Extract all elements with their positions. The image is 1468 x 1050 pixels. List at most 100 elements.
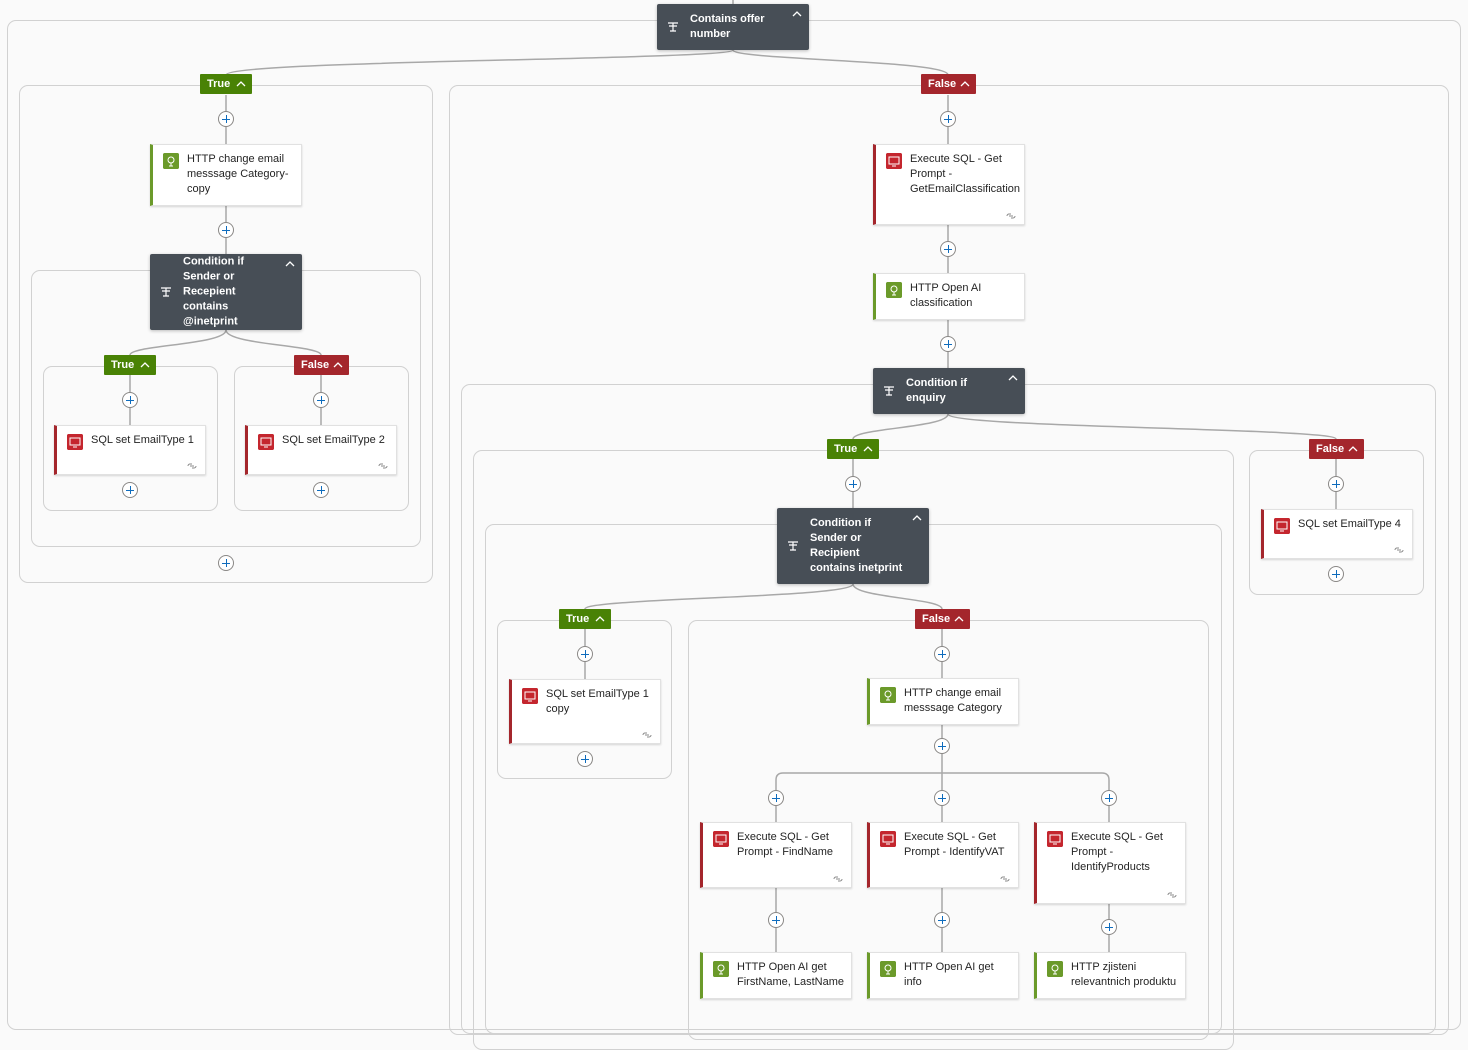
add-step-plus-icon[interactable] <box>313 482 329 498</box>
sql-server-icon <box>886 153 902 169</box>
condition-title: Condition if Sender or Recepient contain… <box>183 255 245 328</box>
add-step-plus-icon[interactable] <box>313 392 329 408</box>
action-http-zjisteni[interactable]: HTTP zjisteni relevantnich produktu <box>1034 952 1186 999</box>
condition-title: Condition if enquiry <box>906 377 968 404</box>
chevron-up-icon <box>863 446 873 452</box>
add-step-plus-icon[interactable] <box>940 111 956 127</box>
link-icon <box>642 732 652 738</box>
condition-inetprint-at[interactable]: Condition if Sender or Recepient contain… <box>150 254 302 330</box>
action-exec-identify-products[interactable]: Execute SQL - Get Prompt - IdentifyProdu… <box>1034 822 1186 904</box>
add-step-plus-icon[interactable] <box>940 336 956 352</box>
branch-label: False <box>928 78 957 90</box>
branch-label: False <box>922 613 951 625</box>
add-step-plus-icon[interactable] <box>1101 919 1117 935</box>
add-step-plus-icon[interactable] <box>845 476 861 492</box>
branch-false-inetprint-at[interactable]: False <box>294 355 349 375</box>
action-title: SQL set EmailType 4 <box>1298 518 1401 530</box>
branch-true-inetprint[interactable]: True <box>559 609 611 629</box>
add-step-plus-icon[interactable] <box>577 646 593 662</box>
action-title: Execute SQL - Get Prompt - IdentifyVAT <box>904 831 1005 858</box>
sql-server-icon <box>522 688 538 704</box>
sql-server-icon <box>67 434 83 450</box>
link-icon <box>187 463 197 469</box>
condition-title: Contains offer number <box>690 13 765 40</box>
action-sql-email-type-4[interactable]: SQL set EmailType 4 <box>1261 509 1413 559</box>
branch-label: True <box>834 443 858 455</box>
add-step-plus-icon[interactable] <box>218 222 234 238</box>
chevron-up-icon <box>140 362 150 368</box>
action-title: SQL set EmailType 1 <box>91 434 194 446</box>
sql-server-icon <box>1047 831 1063 847</box>
add-step-plus-icon[interactable] <box>934 738 950 754</box>
condition-icon <box>668 22 678 32</box>
branch-label: False <box>301 359 330 371</box>
condition-inetprint[interactable]: Condition if Sender or Recipient contain… <box>777 508 929 584</box>
sql-server-icon <box>713 831 729 847</box>
add-step-plus-icon[interactable] <box>940 241 956 257</box>
action-title: HTTP Open AI classification <box>910 282 982 309</box>
action-title: SQL set EmailType 1 copy <box>546 688 649 715</box>
action-title: Execute SQL - Get Prompt - FindName <box>737 831 833 858</box>
action-title: Execute SQL - Get Prompt - IdentifyProdu… <box>1071 831 1163 873</box>
branch-true-inetprint-at[interactable]: True <box>104 355 156 375</box>
action-http-change-category[interactable]: HTTP change email messsage Category <box>867 678 1019 725</box>
add-step-plus-icon[interactable] <box>122 392 138 408</box>
add-step-plus-icon[interactable] <box>934 790 950 806</box>
action-http-openai-firstname[interactable]: HTTP Open AI get FirstName, LastName <box>700 952 852 999</box>
action-title: HTTP zjisteni relevantnich produktu <box>1071 961 1177 988</box>
add-step-plus-icon[interactable] <box>577 751 593 767</box>
add-step-plus-icon[interactable] <box>1328 476 1344 492</box>
condition-contains-offer-number[interactable]: Contains offer number <box>657 4 809 50</box>
add-step-plus-icon[interactable] <box>768 790 784 806</box>
condition-enquiry[interactable]: Condition if enquiry <box>873 368 1025 414</box>
add-step-plus-icon[interactable] <box>768 912 784 928</box>
add-step-plus-icon[interactable] <box>934 646 950 662</box>
link-icon <box>378 463 388 469</box>
chevron-up-icon <box>236 81 246 87</box>
action-title: HTTP change email messsage Category-copy <box>187 153 289 195</box>
action-http-openai-info[interactable]: HTTP Open AI get info <box>867 952 1019 999</box>
branch-false-offer[interactable]: False <box>921 74 976 94</box>
action-sql-email-type-1[interactable]: SQL set EmailType 1 <box>54 425 206 475</box>
action-title: HTTP Open AI get info <box>904 961 994 988</box>
chevron-up-icon <box>1348 446 1358 452</box>
add-step-plus-icon[interactable] <box>1101 790 1117 806</box>
action-sql-email-type-1-copy[interactable]: SQL set EmailType 1 copy <box>509 679 661 744</box>
action-http-change-copy[interactable]: HTTP change email messsage Category-copy <box>150 144 302 206</box>
http-icon <box>1047 961 1063 977</box>
http-icon <box>713 961 729 977</box>
branch-label: False <box>1316 443 1345 455</box>
add-step-plus-icon[interactable] <box>122 482 138 498</box>
add-step-plus-icon[interactable] <box>1328 566 1344 582</box>
branch-false-inetprint[interactable]: False <box>915 609 970 629</box>
add-step-plus-icon[interactable] <box>218 555 234 571</box>
action-title: Execute SQL - Get Prompt - GetEmailClass… <box>910 153 1021 195</box>
chevron-up-icon[interactable] <box>911 512 923 524</box>
branch-true-offer[interactable]: True <box>200 74 252 94</box>
chevron-up-icon <box>333 362 343 368</box>
action-exec-get-classification[interactable]: Execute SQL - Get Prompt - GetEmailClass… <box>873 144 1025 225</box>
add-step-plus-icon[interactable] <box>218 111 234 127</box>
action-title: SQL set EmailType 2 <box>282 434 385 446</box>
action-sql-email-type-2[interactable]: SQL set EmailType 2 <box>245 425 397 475</box>
branch-label: True <box>207 78 231 90</box>
chevron-up-icon[interactable] <box>1007 372 1019 384</box>
action-exec-find-name[interactable]: Execute SQL - Get Prompt - FindName <box>700 822 852 888</box>
action-title: HTTP change email messsage Category <box>904 687 1002 714</box>
branch-false-enquiry[interactable]: False <box>1309 439 1364 459</box>
link-icon <box>1000 876 1010 882</box>
action-http-openai-classification[interactable]: HTTP Open AI classification <box>873 273 1025 320</box>
link-icon <box>1006 213 1016 219</box>
sql-server-icon <box>880 831 896 847</box>
chevron-up-icon[interactable] <box>791 8 803 20</box>
branch-label: True <box>566 613 590 625</box>
action-exec-identify-vat[interactable]: Execute SQL - Get Prompt - IdentifyVAT <box>867 822 1019 888</box>
http-icon <box>886 282 902 298</box>
branch-label: True <box>111 359 135 371</box>
branch-true-enquiry[interactable]: True <box>827 439 879 459</box>
chevron-up-icon[interactable] <box>284 258 296 270</box>
sql-server-icon <box>1274 518 1290 534</box>
action-title: HTTP Open AI get FirstName, LastName <box>737 961 844 988</box>
add-step-plus-icon[interactable] <box>934 912 950 928</box>
condition-icon <box>161 287 171 297</box>
